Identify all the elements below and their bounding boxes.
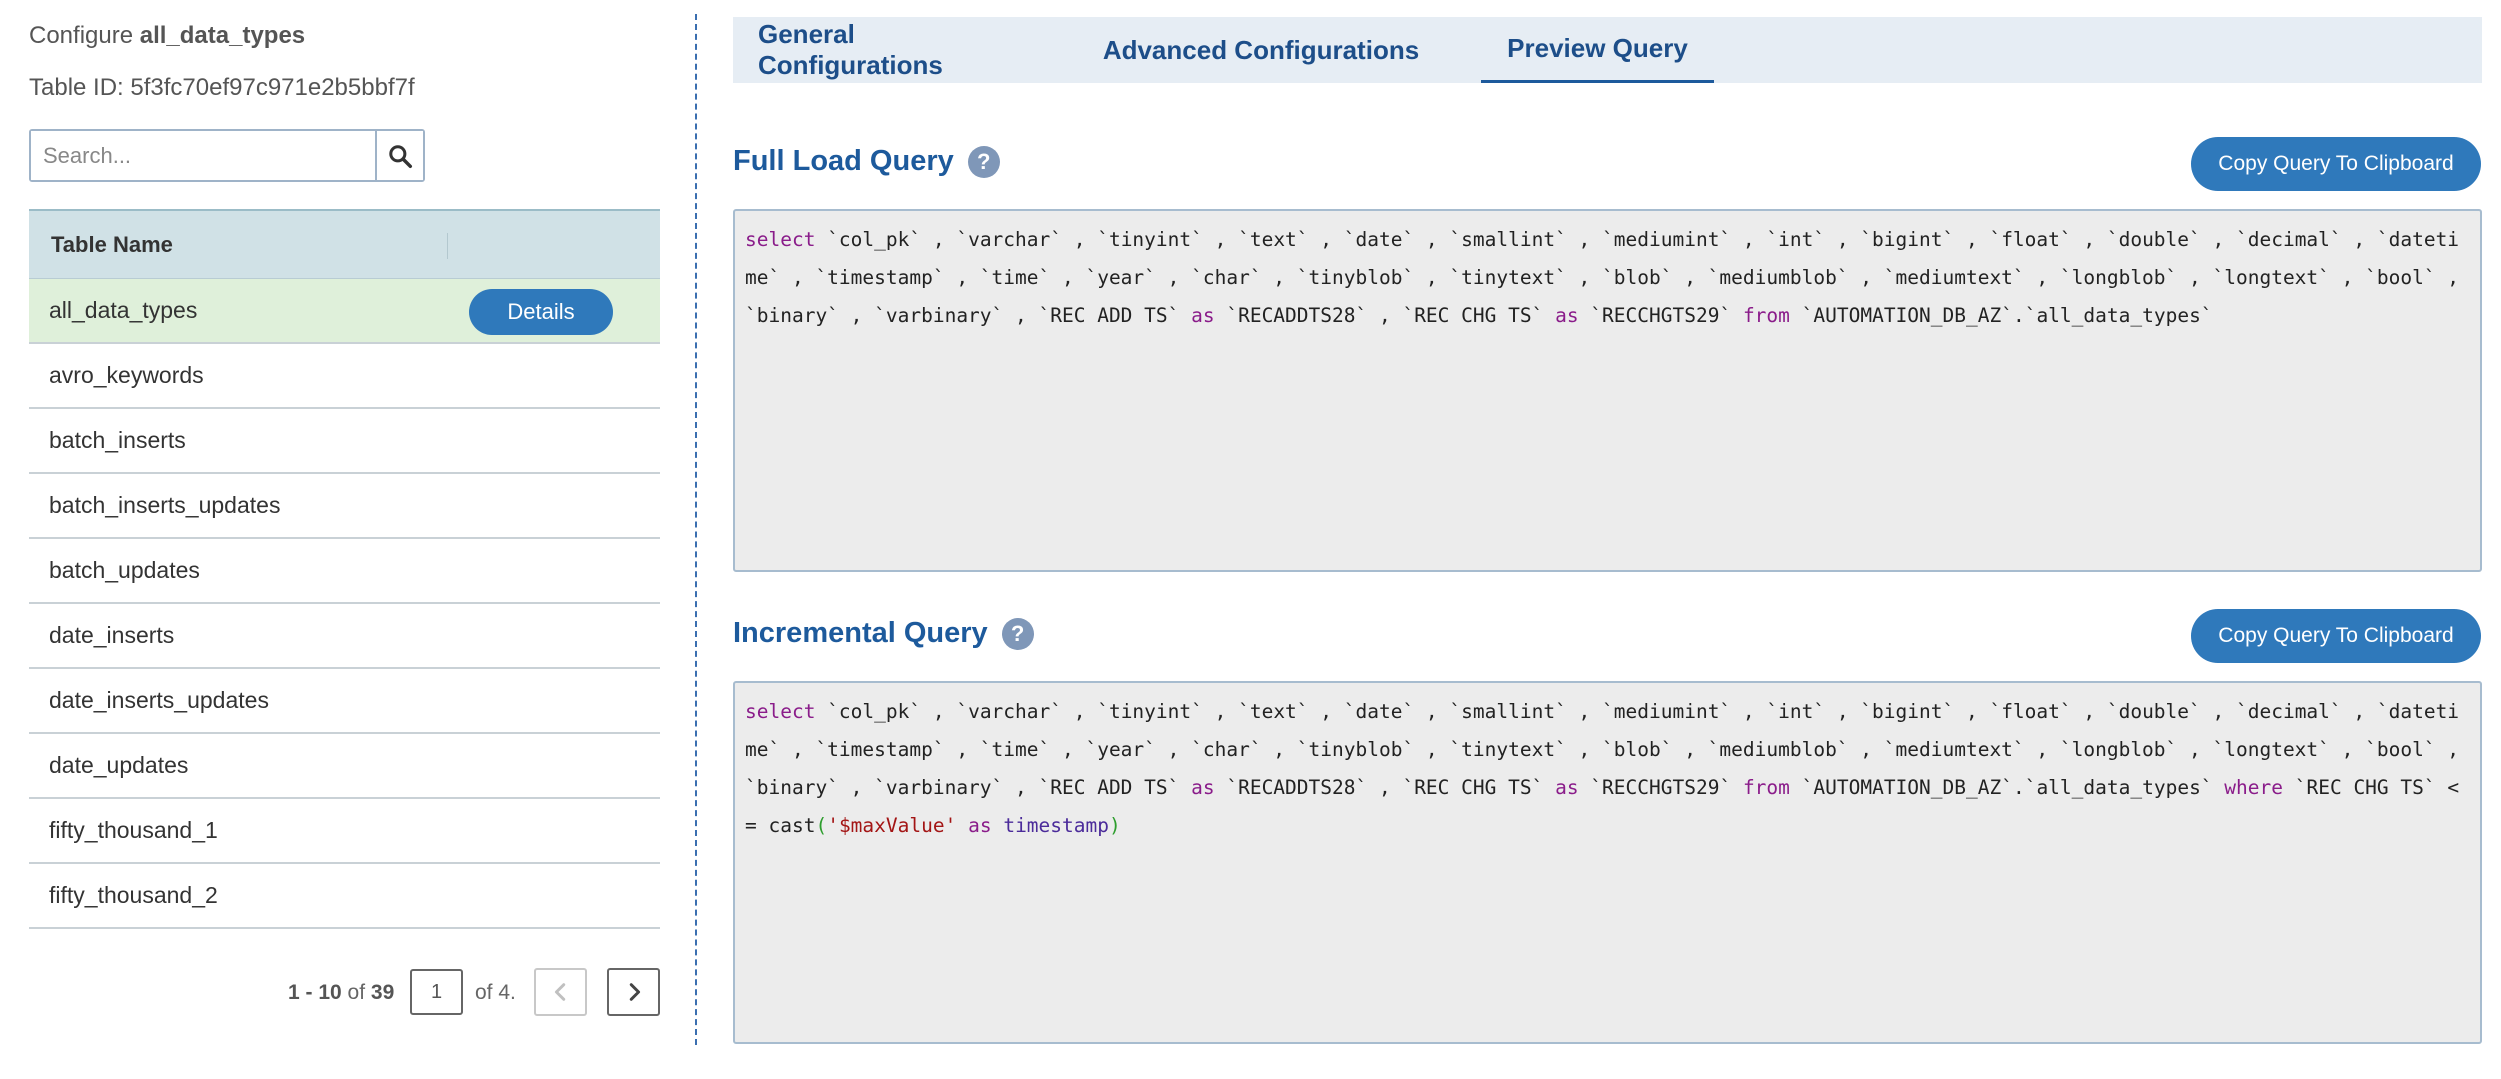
table-row-name: fifty_thousand_2 — [49, 882, 218, 908]
configure-label: Configure — [29, 22, 134, 49]
query-token: `RECADDTS28` , `REC CHG TS` — [1214, 776, 1556, 799]
query-token: as — [968, 814, 992, 837]
table-row[interactable]: batch_inserts_updates — [29, 474, 660, 539]
table-name-column-header[interactable]: Table Name — [51, 231, 173, 257]
table-row-name: all_data_types — [49, 297, 198, 323]
table-row[interactable]: batch_updates — [29, 539, 660, 604]
query-token: `RECCHGTS29` — [1578, 776, 1743, 799]
query-token: `col_pk` , `varchar` , `tinyint` , `text… — [745, 700, 2471, 799]
incremental-section-title: Incremental Query ? — [733, 617, 1034, 650]
table-row[interactable]: all_data_types Details — [29, 279, 660, 344]
query-token: from — [1742, 304, 1790, 327]
query-token: as — [1191, 304, 1215, 327]
table-row[interactable]: fifty_thousand_1 — [29, 799, 660, 864]
copy-incremental-query-button[interactable]: Copy Query To Clipboard — [2191, 609, 2481, 663]
pagination-page-count: of 4. — [475, 981, 516, 1004]
pagination-total: 39 — [370, 981, 395, 1004]
query-token: `RECADDTS28` , `REC CHG TS` — [1214, 304, 1556, 327]
tab-preview-query[interactable]: Preview Query — [1481, 17, 1714, 83]
query-token: select — [745, 228, 816, 251]
table-row[interactable]: date_updates — [29, 734, 660, 799]
query-token: as — [1555, 776, 1579, 799]
help-icon[interactable]: ? — [967, 145, 1000, 178]
table-list: Table Name all_data_types Details avro_key… — [29, 209, 660, 929]
query-token: select — [745, 700, 816, 723]
query-token: where — [2224, 776, 2283, 799]
chevron-right-icon — [629, 983, 640, 1001]
table-row-name: avro_keywords — [49, 362, 204, 388]
help-icon[interactable]: ? — [1001, 617, 1034, 650]
incremental-title: Incremental Query — [733, 617, 988, 649]
query-token: ( — [815, 814, 828, 837]
copy-full-load-query-button[interactable]: Copy Query To Clipboard — [2191, 137, 2481, 191]
pagination-range: 1 - 10 of 39 — [288, 981, 394, 1005]
query-token — [992, 814, 1004, 837]
incremental-query-text[interactable]: select `col_pk` , `varchar` , `tinyint` … — [733, 681, 2482, 1044]
query-token: as — [1555, 304, 1579, 327]
table-row[interactable]: date_inserts — [29, 604, 660, 669]
details-button[interactable]: Details — [469, 289, 613, 335]
query-token: timestamp — [1003, 814, 1109, 837]
query-token: as — [1191, 776, 1215, 799]
search-box — [29, 129, 425, 182]
table-id: Table ID: 5f3fc70ef97c971e2b5bbf7f — [29, 74, 415, 101]
table-row-name: date_updates — [49, 752, 189, 778]
tab-general-configurations[interactable]: General Configurations — [758, 19, 943, 80]
pagination: 1 - 10 of 39 of 4. — [29, 968, 660, 1016]
tab-bar: General Configurations Advanced Configur… — [733, 17, 2482, 83]
query-token: '$maxValue' — [827, 814, 957, 837]
table-row-name: batch_inserts_updates — [49, 492, 281, 518]
query-token: `AUTOMATION_DB_AZ`.`all_data_types` — [1789, 304, 2213, 327]
table-row-name: batch_inserts — [49, 427, 186, 453]
query-token: ) — [1109, 814, 1121, 837]
search-icon — [389, 144, 413, 168]
query-token: `col_pk` , `varchar` , `tinyint` , `text… — [745, 228, 2471, 327]
table-header: Table Name — [29, 209, 660, 279]
page-number-input[interactable] — [410, 969, 463, 1015]
search-button[interactable] — [375, 131, 423, 180]
full-load-query-text[interactable]: select `col_pk` , `varchar` , `tinyint` … — [733, 209, 2482, 572]
query-token: `RECCHGTS29` — [1578, 304, 1743, 327]
table-row-name: date_inserts — [49, 622, 175, 648]
previous-page-button[interactable] — [534, 968, 587, 1016]
table-row[interactable]: batch_inserts — [29, 409, 660, 474]
configure-table-name: all_data_types — [139, 22, 306, 49]
full-load-section-title: Full Load Query ? — [733, 145, 1000, 178]
table-row[interactable]: avro_keywords — [29, 344, 660, 409]
table-row-name: date_inserts_updates — [49, 687, 269, 713]
table-row[interactable]: fifty_thousand_2 — [29, 864, 660, 929]
next-page-button[interactable] — [607, 968, 660, 1016]
table-row-name: batch_updates — [49, 557, 200, 583]
full-load-title: Full Load Query — [733, 145, 954, 177]
table-row-name: fifty_thousand_1 — [49, 817, 218, 843]
query-token: `REC CHG TS` <= cast — [745, 776, 2460, 837]
query-token: `AUTOMATION_DB_AZ`.`all_data_types` — [1789, 776, 2225, 799]
pagination-of-label: of — [347, 981, 366, 1004]
pagination-range-values: 1 - 10 — [288, 981, 342, 1004]
search-input[interactable] — [31, 131, 375, 180]
tab-advanced-configurations[interactable]: Advanced Configurations — [1102, 34, 1420, 65]
configure-title: Configure all_data_types — [29, 22, 305, 50]
query-token — [956, 814, 968, 837]
table-list-panel: Configure all_data_types Table ID: 5f3fc… — [29, 0, 660, 1079]
column-separator — [447, 233, 448, 259]
chevron-left-icon — [554, 983, 565, 1001]
panel-divider — [695, 14, 697, 1045]
table-row[interactable]: date_inserts_updates — [29, 669, 660, 734]
query-token: from — [1742, 776, 1790, 799]
